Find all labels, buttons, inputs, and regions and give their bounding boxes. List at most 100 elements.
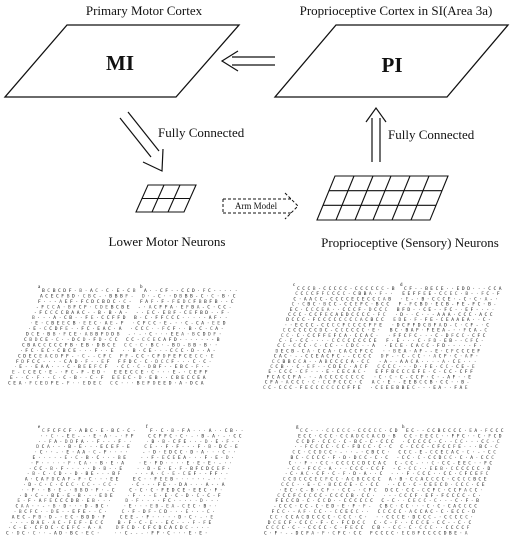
- map-cell: ·: [217, 451, 220, 456]
- map-cell: B: [364, 291, 367, 297]
- map-cell: ·: [144, 376, 147, 381]
- map-cell: -: [347, 445, 350, 450]
- map-cell: ·: [302, 365, 305, 370]
- map-cell: ·: [30, 365, 33, 370]
- map-cell: C: [454, 354, 457, 360]
- map-cell: C: [438, 531, 441, 537]
- map-cell: -: [295, 339, 298, 344]
- map-cell: A: [319, 359, 322, 365]
- map-cell: F: [322, 291, 325, 297]
- map-cell: ·: [79, 349, 82, 354]
- map-cell: C: [306, 455, 309, 461]
- map-cell: -: [274, 370, 277, 375]
- map-cell: C: [473, 493, 476, 499]
- map-cell: C: [386, 302, 389, 308]
- map-cell: E: [390, 343, 393, 349]
- map-cell: ·: [300, 308, 303, 313]
- map-cell: E: [158, 466, 161, 472]
- map-cell: C: [475, 487, 478, 493]
- map-cell: ·: [376, 334, 379, 339]
- map-cell: ·: [133, 333, 136, 338]
- map-cell: ·: [30, 494, 33, 499]
- map-cell: C: [488, 450, 491, 456]
- map-cell: C: [402, 354, 405, 360]
- map-cell: C: [361, 525, 364, 531]
- map-cell: A: [360, 317, 363, 323]
- map-cell: ·: [453, 329, 456, 334]
- map-cell: C: [364, 455, 367, 461]
- map-cell: C: [125, 531, 128, 537]
- map-cell: E: [425, 493, 428, 499]
- map-cell: E: [281, 498, 284, 504]
- map-cell: -: [454, 370, 457, 375]
- map-cell: C: [303, 433, 306, 439]
- map-cell: C: [477, 466, 480, 472]
- map-cell: ·: [195, 499, 198, 504]
- map-cell: -: [311, 370, 314, 375]
- map-cell: E: [454, 531, 457, 537]
- map-cell: ·: [228, 451, 231, 456]
- map-cell: C: [340, 433, 343, 439]
- map-cell: C: [210, 326, 213, 332]
- map-cell: C: [444, 369, 447, 375]
- map-cell: E: [379, 322, 382, 328]
- map-cell: C: [184, 310, 187, 316]
- map-cell: D: [174, 293, 177, 299]
- map-cell: D: [414, 364, 417, 370]
- map-cell: C: [204, 487, 207, 493]
- map-cell: F: [322, 471, 325, 477]
- map-cell: F: [421, 374, 424, 380]
- map-cell: E: [144, 460, 147, 466]
- map-cell: E: [105, 304, 108, 310]
- map-cell: ·: [349, 365, 352, 370]
- map-cell: A: [442, 359, 445, 365]
- map-cell: C: [135, 326, 138, 332]
- map-cell: -: [213, 289, 216, 294]
- map-cell: C: [94, 321, 97, 327]
- map-cell: F: [136, 498, 139, 504]
- map-cell: E: [164, 450, 167, 456]
- map-cell: F: [76, 439, 79, 445]
- map-cell: C: [375, 531, 378, 537]
- map-cell: C: [478, 477, 481, 483]
- map-cell: -: [476, 308, 479, 313]
- map-cell: F: [472, 302, 475, 308]
- map-cell: C: [330, 312, 333, 318]
- map-cell: C: [377, 380, 380, 386]
- map-cell: C: [282, 509, 285, 515]
- map-cell: ·: [24, 382, 27, 387]
- map-cell: ·: [395, 505, 398, 510]
- map-cell: ·: [364, 515, 367, 520]
- map-cell: C: [349, 317, 352, 323]
- map-cell: ·: [471, 440, 474, 445]
- map-cell: -: [404, 303, 407, 308]
- map-cell: ·: [232, 440, 235, 445]
- map-cell: B: [79, 288, 82, 294]
- map-cell: C: [376, 466, 379, 472]
- map-cell: ·: [469, 445, 472, 450]
- map-cell: C: [356, 374, 359, 380]
- map-cell: C: [442, 520, 445, 526]
- map-cell: -: [467, 510, 470, 515]
- map-cell: C: [324, 450, 327, 456]
- map-cell: ·: [416, 297, 419, 302]
- map-cell: C: [359, 455, 362, 461]
- map-cell: F: [121, 525, 124, 531]
- map-cell: ·: [144, 478, 147, 483]
- map-cell: ·: [206, 451, 209, 456]
- map-cell: ·: [437, 461, 440, 466]
- map-cell: E: [326, 504, 329, 510]
- map-cell: D: [307, 514, 310, 520]
- map-cell: ·: [89, 349, 92, 354]
- map-cell: ·: [205, 532, 208, 537]
- map-cell: C: [183, 471, 186, 477]
- map-cell: ·: [198, 360, 201, 365]
- map-cell: B: [190, 466, 193, 472]
- map-cell: ·: [456, 381, 459, 386]
- map-cell: -: [58, 445, 61, 450]
- map-cell: E: [81, 342, 84, 348]
- map-cell: F: [322, 531, 325, 537]
- map-cell: ·: [483, 434, 486, 439]
- map-cell: ·: [36, 349, 39, 354]
- map-cell: C: [318, 348, 321, 354]
